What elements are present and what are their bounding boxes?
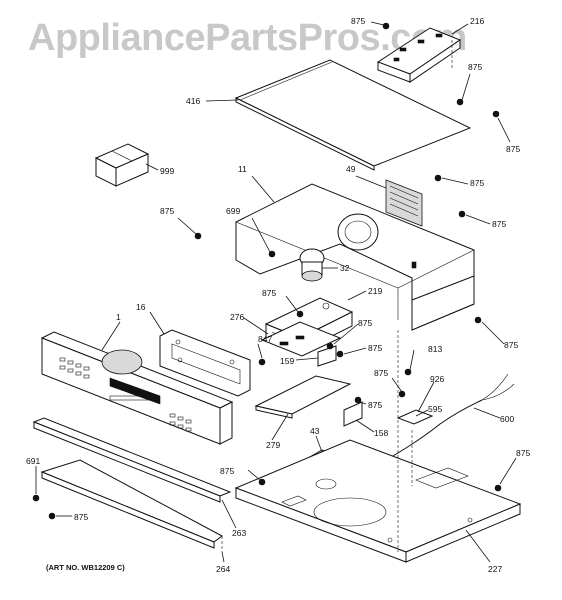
callout-875: 875 [470, 178, 484, 188]
callout-227: 227 [488, 564, 502, 574]
callout-875: 875 [358, 318, 372, 328]
callout-875: 875 [368, 343, 382, 353]
callout-16: 16 [136, 302, 146, 312]
callout-875: 875 [262, 288, 276, 298]
callout-276: 276 [230, 312, 244, 322]
callout-875: 875 [506, 144, 520, 154]
callout-279: 279 [266, 440, 280, 450]
part-263-trim-strip [32, 417, 232, 503]
callout-263: 263 [232, 528, 246, 538]
part-416-top-panel [234, 40, 472, 171]
callout-847: 847 [258, 334, 272, 344]
callout-416: 416 [186, 96, 200, 106]
callout-32: 32 [340, 263, 350, 273]
callout-999: 999 [160, 166, 174, 176]
callout-1: 1 [116, 312, 121, 322]
callout-43: 43 [310, 426, 320, 436]
part-32-fan-motor [299, 248, 325, 282]
callout-595: 595 [428, 404, 442, 414]
callout-49: 49 [346, 164, 356, 174]
keypad-buttons [59, 357, 192, 432]
part-600-wire-harness [375, 373, 515, 467]
callout-labels: 875 216 875 416 875 999 11 49 875 875 87… [26, 16, 530, 574]
callout-216: 216 [470, 16, 484, 26]
callout-159: 159 [280, 356, 294, 366]
callout-875: 875 [74, 512, 88, 522]
part-1-control-panel [40, 331, 234, 445]
callout-691: 691 [26, 456, 40, 466]
callout-11: 11 [238, 164, 247, 174]
art-number-label: (ART NO. WB12209 C) [46, 563, 125, 572]
callout-926: 926 [430, 374, 444, 384]
part-999-kit-box [94, 143, 150, 187]
callout-158: 158 [374, 428, 388, 438]
callout-875: 875 [368, 400, 382, 410]
callout-875: 875 [160, 206, 174, 216]
part-227-bottom-tray [234, 330, 522, 563]
part-216-bracket [376, 27, 462, 83]
callout-813: 813 [428, 344, 442, 354]
leader-lines [35, 21, 517, 563]
part-158-bracket [343, 401, 363, 427]
callout-219: 219 [368, 286, 382, 296]
callout-875: 875 [220, 466, 234, 476]
part-276-control-board [260, 321, 342, 357]
callout-264: 264 [216, 564, 230, 574]
part-16-control-frame [159, 329, 251, 397]
callout-875: 875 [492, 219, 506, 229]
callout-875: 875 [468, 62, 482, 72]
part-49-vent-grille [385, 179, 423, 227]
screw-fasteners [32, 22, 502, 520]
callout-875: 875 [374, 368, 388, 378]
part-595-bracket [396, 409, 434, 425]
callout-699: 699 [226, 206, 240, 216]
callout-875: 875 [516, 448, 530, 458]
callout-875: 875 [351, 16, 365, 26]
part-11-outer-case [235, 183, 475, 331]
callout-600: 600 [500, 414, 514, 424]
part-279-shield [254, 375, 352, 419]
callout-875: 875 [504, 340, 518, 350]
part-264-lower-trim [40, 459, 223, 552]
part-159-bracket [317, 345, 337, 367]
